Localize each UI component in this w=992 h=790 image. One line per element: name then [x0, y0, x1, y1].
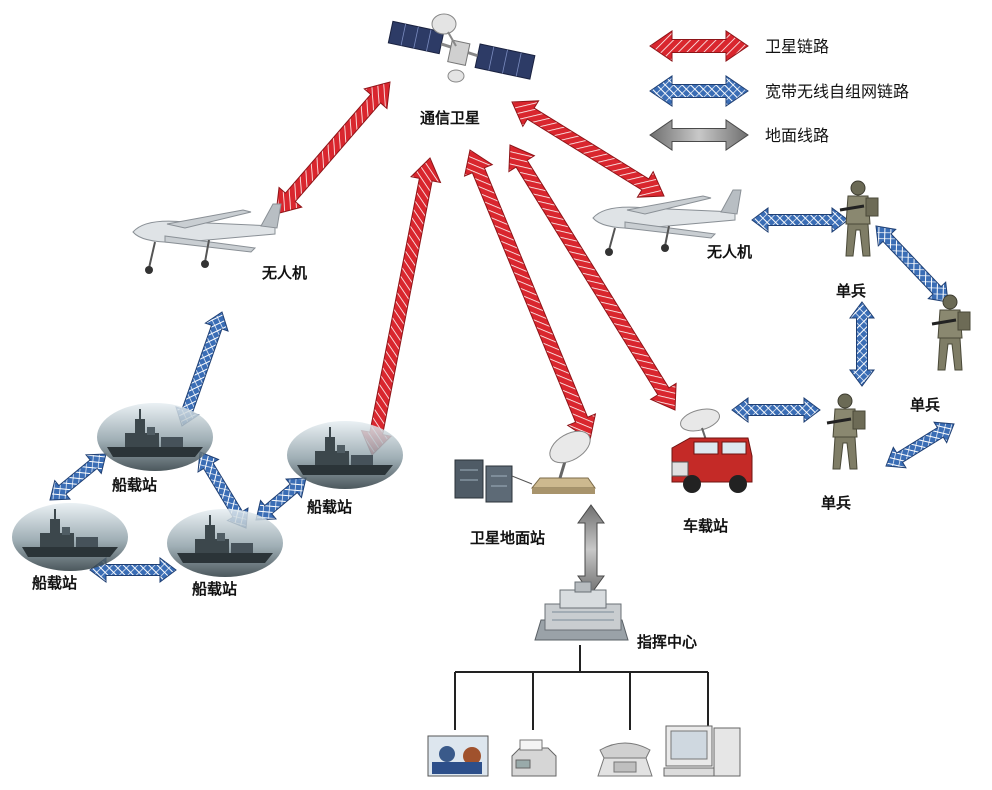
legend-ground-arrow	[649, 119, 749, 151]
computer-icon	[663, 725, 741, 777]
soldier-icon-2	[931, 294, 971, 371]
link-vehicle-soldier-3	[731, 397, 821, 423]
command-center-label: 指挥中心	[637, 633, 697, 651]
fax-icon	[511, 739, 557, 777]
link-ground-station-command-center	[577, 504, 605, 595]
ship-2-label: 船载站	[307, 498, 352, 516]
link-soldier-1-soldier-2	[875, 225, 949, 303]
legend-ground-label: 地面线路	[765, 126, 829, 145]
ship-icon-3	[12, 503, 128, 571]
soldier-2-label: 单兵	[910, 396, 940, 414]
telephone-icon	[597, 742, 653, 777]
ship-icon-2	[287, 421, 403, 489]
link-satellite-vehicle-station	[508, 144, 677, 411]
ship-4-label: 船载站	[192, 580, 237, 598]
links-layer	[49, 81, 955, 595]
uav-right-label: 无人机	[706, 243, 752, 261]
legend-wireless-label: 宽带无线自组网链路	[765, 82, 909, 101]
vehicle-station-label: 车载站	[683, 517, 728, 535]
link-uav-right-soldier-1	[751, 207, 849, 233]
legend-wireless-arrow	[649, 75, 749, 107]
terminal-bus	[454, 645, 709, 730]
ship-1-label: 船载站	[112, 476, 157, 494]
link-satellite-uav-right	[511, 100, 665, 198]
satellite-label: 通信卫星	[420, 109, 480, 127]
soldier-icon-1	[839, 180, 879, 257]
ground-station-label: 卫星地面站	[470, 529, 545, 547]
ship-icon-4	[167, 509, 283, 577]
ground-station-icon	[454, 430, 596, 503]
uav-left-label: 无人机	[261, 264, 307, 282]
ship-icon-1	[97, 403, 213, 471]
command-center-icon	[534, 581, 629, 641]
soldier-icon-3	[826, 393, 866, 470]
link-soldier-1-soldier-3	[849, 301, 875, 387]
link-ship-1-ship-3	[49, 453, 107, 501]
link-satellite-uav-left	[275, 81, 391, 215]
soldier-3-label: 单兵	[821, 494, 851, 512]
legend: 卫星链路 宽带无线自组网链路 地面线路	[649, 30, 909, 151]
uav-icon-left	[132, 203, 282, 274]
video-terminal-icon	[427, 735, 489, 777]
vehicle-station-icon	[671, 408, 753, 493]
link-satellite-ship-2	[360, 157, 442, 456]
satellite-icon	[387, 13, 536, 83]
legend-satellite-arrow	[649, 30, 749, 62]
uav-icon-right	[592, 189, 742, 256]
legend-satellite-label: 卫星链路	[765, 37, 829, 56]
ship-3-label: 船载站	[32, 574, 77, 592]
link-soldier-3-soldier-2	[885, 421, 955, 469]
soldier-1-label: 单兵	[836, 282, 866, 300]
